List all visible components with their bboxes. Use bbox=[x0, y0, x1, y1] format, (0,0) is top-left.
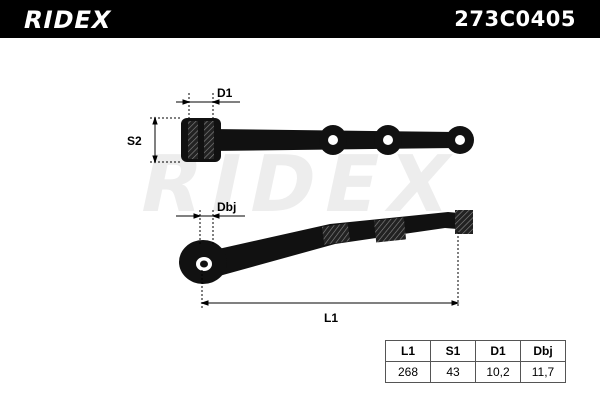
spec-header-row: L1 S1 D1 Dbj bbox=[385, 340, 566, 362]
spec-table: L1 S1 D1 Dbj 268 43 10,2 11,7 bbox=[385, 340, 566, 383]
side-boss-1 bbox=[321, 223, 351, 245]
spec-value-d1: 10,2 bbox=[475, 361, 521, 383]
part-number: 273C0405 bbox=[454, 7, 576, 31]
spec-header-l1: L1 bbox=[385, 340, 431, 362]
label-dbj: Dbj bbox=[217, 200, 236, 214]
dimension-lines-top bbox=[150, 93, 240, 164]
spec-header-dbj: Dbj bbox=[520, 340, 566, 362]
header-bar: RIDEX 273C0405 bbox=[0, 0, 600, 38]
arm-top-view bbox=[181, 118, 474, 162]
spec-value-s1: 43 bbox=[430, 361, 476, 383]
arm-side-view bbox=[179, 210, 473, 284]
bushing-left bbox=[181, 118, 221, 162]
spec-value-row: 268 43 10,2 11,7 bbox=[385, 361, 566, 383]
label-s2: S2 bbox=[127, 134, 142, 148]
side-end-bushing bbox=[455, 210, 473, 234]
label-d1: D1 bbox=[217, 86, 233, 100]
spec-header-d1: D1 bbox=[475, 340, 521, 362]
spec-header-s1: S1 bbox=[430, 340, 476, 362]
label-l1: L1 bbox=[324, 311, 338, 325]
dimension-lines-side bbox=[176, 210, 460, 308]
spec-value-l1: 268 bbox=[385, 361, 431, 383]
side-boss-2 bbox=[373, 217, 407, 243]
spec-value-dbj: 11,7 bbox=[520, 361, 566, 383]
